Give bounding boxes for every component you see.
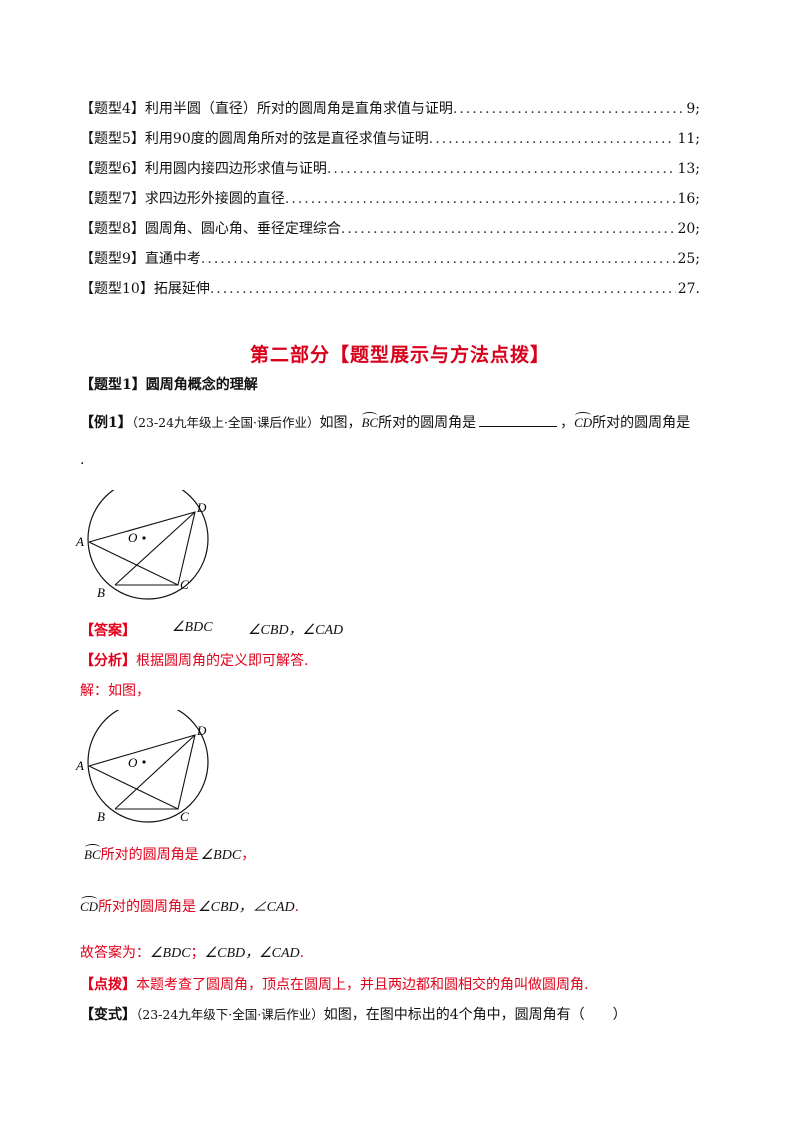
solution-intro: 解：如图， — [80, 683, 150, 699]
solution-value: ∠CBD，∠CAD — [198, 900, 295, 915]
solution-punct: ， — [241, 847, 256, 863]
center-dot — [142, 536, 146, 540]
variant-text: 如图，在图中标出的4个角中，圆周角有（ ） — [323, 1007, 627, 1023]
toc-page: 11; — [677, 131, 700, 147]
toc-tag: 【题型6】 — [80, 161, 145, 177]
final-punct: . — [299, 945, 305, 961]
toc-leader — [210, 281, 676, 297]
toc-title: 利用半圆（直径）所对的圆周角是直角求值与证明 — [144, 101, 453, 117]
final-value-2: ∠CBD，∠CAD — [204, 946, 300, 961]
label-b: B — [97, 809, 105, 824]
circle-figure: A B C D O — [75, 490, 209, 600]
answer-value-2: ∠CBD，∠CAD — [248, 623, 344, 638]
chord-bd — [114, 511, 196, 586]
label-d: D — [196, 723, 207, 738]
toc-title: 利用圆内接四边形求值与证明 — [144, 161, 327, 177]
toc-leader — [201, 251, 676, 267]
example-text: 所对的圆周角是 — [378, 415, 477, 431]
trailing-period: . — [80, 452, 85, 468]
tip-tag: 【点拨】 — [80, 977, 136, 993]
answer-tag: 【答案】 — [80, 623, 136, 639]
chord-bd — [114, 734, 196, 810]
toc-item[interactable]: 【题型4】 利用半圆（直径）所对的圆周角是直角求值与证明 9; — [80, 98, 700, 118]
example-tag: 【例1】 — [80, 415, 132, 431]
toc-page: 20; — [677, 221, 700, 237]
label-o: O — [128, 530, 138, 545]
label-b: B — [97, 585, 105, 600]
toc-page: 9; — [686, 101, 700, 117]
tip-text: 本题考查了圆周角，顶点在圆周上，并且两边都和圆相交的角叫做圆周角. — [136, 977, 589, 993]
example-text: 所对的圆周角是 — [592, 415, 691, 431]
solution-text: 所对的圆周角是 — [98, 899, 197, 915]
arc-label: CD — [574, 412, 593, 430]
solution-punct: . — [294, 899, 300, 915]
example-text: 如图， — [319, 415, 362, 431]
solution-line-2: CD所对的圆周角是∠CBD，∠CAD. — [80, 896, 299, 916]
toc-title: 圆周角、圆心角、垂径定理综合 — [144, 221, 341, 237]
arc-label: BC — [84, 844, 101, 862]
example-text: ， — [560, 415, 575, 431]
label-o: O — [128, 755, 138, 770]
variant-tag: 【变式】 — [80, 1007, 136, 1023]
answer-value-1: ∠BDC — [172, 620, 213, 635]
circle-figure-solution: A B C D O — [75, 710, 209, 824]
final-value-1: ∠BDC — [150, 946, 191, 961]
label-c: C — [180, 809, 189, 824]
solution-line-1: BC所对的圆周角是∠BDC， — [84, 844, 255, 864]
toc-page: 16; — [677, 191, 700, 207]
toc-leader — [429, 131, 676, 147]
chord-lines — [88, 734, 196, 810]
toc-title: 求四边形外接圆的直径 — [144, 191, 285, 207]
toc-page: 25; — [677, 251, 700, 267]
label-a: A — [75, 534, 84, 549]
solution-text: 所对的圆周角是 — [100, 847, 199, 863]
toc-leader — [453, 101, 684, 117]
final-answer-line: 故答案为：∠BDC；∠CBD，∠CAD. — [80, 942, 304, 962]
analysis-tag: 【分析】 — [80, 653, 136, 669]
toc-item[interactable]: 【题型5】 利用90度的圆周角所对的弦是直径求值与证明 11; — [80, 128, 700, 148]
toc-page: 13; — [677, 161, 700, 177]
toc-tag: 【题型5】 — [80, 131, 145, 147]
toc-page: 27. — [677, 281, 700, 297]
section-title: 第二部分【题型展示与方法点拨】 — [249, 344, 550, 366]
analysis-line: 【分析】根据圆周角的定义即可解答. — [80, 650, 308, 670]
final-text: 故答案为： — [80, 945, 150, 961]
answer-blank[interactable] — [479, 414, 558, 427]
label-c: C — [180, 577, 189, 592]
toc-item[interactable]: 【题型9】 直通中考 25; — [80, 248, 700, 268]
toc-item[interactable]: 【题型7】 求四边形外接圆的直径 16; — [80, 188, 700, 208]
arc-label: CD — [80, 896, 99, 914]
label-a: A — [75, 758, 84, 773]
toc-tag: 【题型10】 — [80, 281, 154, 297]
analysis-text: 根据圆周角的定义即可解答. — [136, 653, 309, 669]
center-dot — [142, 760, 146, 764]
toc-tag: 【题型9】 — [80, 251, 145, 267]
toc-leader — [285, 191, 676, 207]
tip-line: 【点拨】本题考查了圆周角，顶点在圆周上，并且两边都和圆相交的角叫做圆周角. — [80, 974, 588, 994]
label-d: D — [196, 500, 207, 515]
toc-tag: 【题型8】 — [80, 221, 145, 237]
toc-title: 直通中考 — [144, 251, 201, 267]
toc-title: 拓展延伸 — [153, 281, 210, 297]
toc-item[interactable]: 【题型8】 圆周角、圆心角、垂径定理综合 20; — [80, 218, 700, 238]
chord-lines — [88, 511, 196, 586]
toc-title: 利用90度的圆周角所对的弦是直径求值与证明 — [144, 131, 429, 147]
example-source: （23-24九年级上·全国·课后作业） — [131, 415, 320, 430]
toc-tag: 【题型4】 — [80, 101, 145, 117]
solution-value: ∠BDC — [200, 848, 242, 863]
toc-leader — [327, 161, 676, 177]
toc-item[interactable]: 【题型10】 拓展延伸 27. — [80, 278, 700, 298]
toc-leader — [341, 221, 676, 237]
example-question: 【例1】（23-24九年级上·全国·课后作业）如图，BC所对的圆周角是，CD所对… — [80, 412, 690, 432]
toc-item[interactable]: 【题型6】 利用圆内接四边形求值与证明 13; — [80, 158, 700, 178]
type-heading: 【题型1】圆周角概念的理解 — [80, 377, 258, 393]
circle — [87, 490, 209, 600]
variant-line: 【变式】（23-24九年级下·全国·课后作业）如图，在图中标出的4个角中，圆周角… — [80, 1004, 627, 1024]
final-sep: ； — [190, 945, 205, 961]
answer-line: 【答案】 — [80, 620, 136, 640]
arc-label: BC — [361, 412, 379, 430]
variant-source: （23-24九年级下·全国·课后作业） — [136, 1007, 324, 1022]
circle — [87, 710, 209, 823]
toc-tag: 【题型7】 — [80, 191, 145, 207]
